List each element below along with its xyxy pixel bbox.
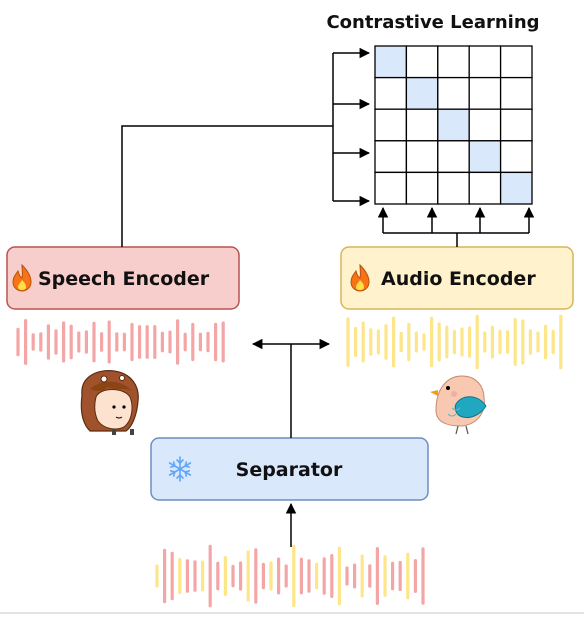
- matrix-cell: [405, 45, 439, 79]
- separator-label: Separator: [236, 459, 343, 481]
- matrix-cell: [437, 171, 470, 205]
- matrix-cell: [374, 140, 408, 174]
- matrix-cell: [468, 171, 502, 205]
- matrix-cell: [374, 171, 408, 205]
- audio-encoder-label: Audio Encoder: [381, 268, 536, 290]
- matrix-cell-match: [405, 76, 439, 110]
- matrix-cell: [468, 45, 502, 79]
- matrix-cell-match: [499, 171, 533, 205]
- speech-encoder-box: Speech Encoder: [6, 246, 240, 310]
- fire-icon: [350, 263, 370, 292]
- matrix-cell: [405, 108, 439, 142]
- matrix-cell: [499, 45, 533, 79]
- matrix-title: Contrastive Learning: [326, 12, 539, 33]
- bottom-divider: [0, 612, 584, 614]
- matrix-cell: [437, 140, 470, 174]
- mixture-waveform: [155, 544, 425, 608]
- snowflake-icon: [168, 456, 192, 482]
- fire-icon: [12, 263, 32, 292]
- matrix-cell: [374, 76, 408, 110]
- matrix-cell-match: [468, 140, 502, 174]
- matrix-cell: [437, 45, 470, 79]
- audio-waveform: [346, 314, 563, 370]
- girl-illustration: [80, 370, 139, 435]
- matrix-cell: [405, 140, 439, 174]
- speech-waveform: [16, 319, 225, 365]
- speech-to-matrix-connector: [121, 125, 333, 247]
- matrix-cell-match: [437, 108, 470, 142]
- similarity-matrix: [374, 45, 533, 205]
- matrix-cell: [499, 76, 533, 110]
- speech-encoder-label: Speech Encoder: [38, 268, 210, 290]
- matrix-cell: [468, 108, 502, 142]
- connector-lines: [121, 47, 535, 547]
- audio-encoder-box: Audio Encoder: [340, 246, 574, 310]
- matrix-cell: [499, 108, 533, 142]
- matrix-cell: [405, 171, 439, 205]
- separator-box: Separator: [150, 437, 429, 501]
- bird-illustration: [430, 375, 487, 435]
- matrix-cell: [468, 76, 502, 110]
- matrix-cell: [437, 76, 470, 110]
- matrix-cell-match: [374, 45, 408, 79]
- matrix-cell: [374, 108, 408, 142]
- matrix-cell: [499, 140, 533, 174]
